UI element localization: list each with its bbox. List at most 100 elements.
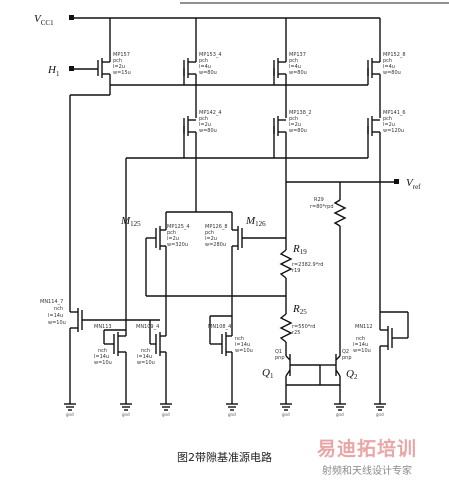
mn113-l: l=14u (94, 354, 109, 360)
mn113-type: nch (98, 348, 107, 354)
r25-label: R25 (292, 303, 307, 316)
mp125-4-l: l=2u (167, 236, 179, 242)
h1-terminal (69, 66, 74, 71)
mn112-label: MN112 (355, 324, 373, 330)
r25-value: r=550*rd (292, 324, 315, 330)
svg-text:gnd: gnd (282, 412, 290, 417)
ground-4: gnd (226, 403, 238, 417)
mp125-4-transistor (146, 212, 167, 270)
mp138-2-w: w=80u (289, 128, 307, 134)
mp137-label: MP137 (289, 52, 306, 58)
mp126-8-l: l=2u (205, 236, 217, 242)
r19-name: r19 (292, 268, 300, 274)
mp157-l: l=2u (113, 64, 125, 70)
mp138-2-transistor (273, 116, 287, 250)
svg-text:gnd: gnd (122, 412, 130, 417)
r29-value: r=80*rpd (310, 204, 334, 210)
mn114-7-label: MN114_7 (40, 299, 63, 305)
r29-label: R29 (314, 197, 324, 203)
mp153-4-type: pch (199, 58, 208, 64)
q1-label: Q1 (262, 367, 274, 380)
mn114-7-type: nch (54, 306, 63, 312)
vref-terminal (394, 179, 399, 184)
mn109-4-type: nch (141, 348, 150, 354)
mp141-6-w: w=120u (383, 128, 404, 134)
q2-bjt (320, 346, 341, 404)
mp153-4-label: MP153_4 (199, 52, 222, 58)
mp153-4-l: l=4u (199, 64, 211, 70)
mp157-label: MP157 (113, 52, 130, 58)
mp125-4-w: w=320u (167, 242, 188, 248)
vcc-label: VCC1 (34, 13, 54, 27)
mp137-type: pch (289, 58, 298, 64)
r29-resistor (333, 199, 347, 227)
mp152-8-type: pch (383, 58, 392, 64)
mn112-type: nch (356, 336, 365, 342)
mn109-4-l: l=14u (137, 354, 152, 360)
h1-label: H1 (47, 64, 60, 78)
mn113-w: w=10u (94, 360, 112, 366)
mn108-4-type: nch (235, 336, 244, 342)
r19-value: r=2382.9*rd (292, 262, 323, 268)
r19-label: R19 (292, 243, 307, 256)
watermark: 易迪拓培训 射频和天线设计专家 (292, 434, 442, 477)
watermark-sub: 射频和天线设计专家 (322, 466, 412, 477)
q1-bjt (285, 354, 320, 404)
ground-5: gnd (280, 403, 292, 417)
ground-3: gnd (160, 403, 172, 417)
mp141-6-label: MP141_6 (383, 110, 406, 116)
mn108-4-l: l=14u (235, 342, 250, 348)
mn112-w: w=10u (353, 348, 371, 354)
r25-name: r25 (292, 330, 300, 336)
svg-text:gnd: gnd (376, 412, 384, 417)
mp137-l: l=4u (289, 64, 301, 70)
mn108-4-w: w=10u (235, 348, 253, 354)
mp126-8-w: w=280u (205, 242, 226, 248)
mn114-7-l: l=14u (48, 313, 63, 319)
mp153-4-w: w=80u (199, 70, 217, 76)
ground-7: gnd (374, 403, 386, 417)
mp138-2-type: pch (289, 116, 298, 122)
m126-label: M126 (245, 215, 266, 228)
mn112-transistor (379, 311, 409, 404)
mp157-w: w=15u (113, 70, 131, 76)
mn114-7-transistor (69, 300, 160, 404)
svg-text:gnd: gnd (66, 412, 74, 417)
mp138-2-label: MP138_2 (289, 110, 312, 116)
mp153-4-transistor (183, 18, 197, 78)
q2-label: Q2 (346, 368, 358, 381)
mp142-4-l: l=2u (199, 122, 211, 128)
mn112-l: l=14u (353, 342, 368, 348)
mp157-type: pch (113, 58, 122, 64)
mp126-8-type: pch (205, 230, 214, 236)
mp141-6-l: l=2u (383, 122, 395, 128)
mp141-6-type: pch (383, 116, 392, 122)
mp142-4-transistor (183, 116, 197, 212)
mn114-7-w: w=10u (48, 320, 66, 326)
mp138-2-l: l=2u (289, 122, 301, 128)
q1-dev-name: Q1 (275, 349, 282, 355)
figure-caption: 图2带隙基准源电路 (177, 451, 272, 464)
mp152-8-w: w=80u (383, 70, 401, 76)
q1-dev-type: pnp (275, 355, 285, 361)
svg-text:gnd: gnd (162, 412, 170, 417)
q2-dev-type: pnp (342, 355, 352, 361)
mp137-transistor (273, 18, 287, 78)
mp141-6-transistor (367, 116, 381, 312)
mp142-4-type: pch (199, 116, 208, 122)
mp152-8-label: MP152_8 (383, 52, 406, 58)
watermark-main: 易迪拓培训 (316, 438, 417, 460)
svg-text:gnd: gnd (336, 412, 344, 417)
mp137-w: w=80u (289, 70, 307, 76)
r19-resistor (279, 249, 293, 279)
mp152-8-transistor (367, 18, 381, 78)
vcc-terminal (69, 15, 74, 20)
svg-text:gnd: gnd (228, 412, 236, 417)
mn109-4-w: w=10u (137, 360, 155, 366)
mp125-4-label: MP125_4 (167, 224, 190, 230)
mn113-transistor (103, 329, 127, 404)
ground-1: gnd (64, 403, 76, 417)
mp126-8-transistor (231, 212, 286, 270)
mp125-4-type: pch (167, 230, 176, 236)
